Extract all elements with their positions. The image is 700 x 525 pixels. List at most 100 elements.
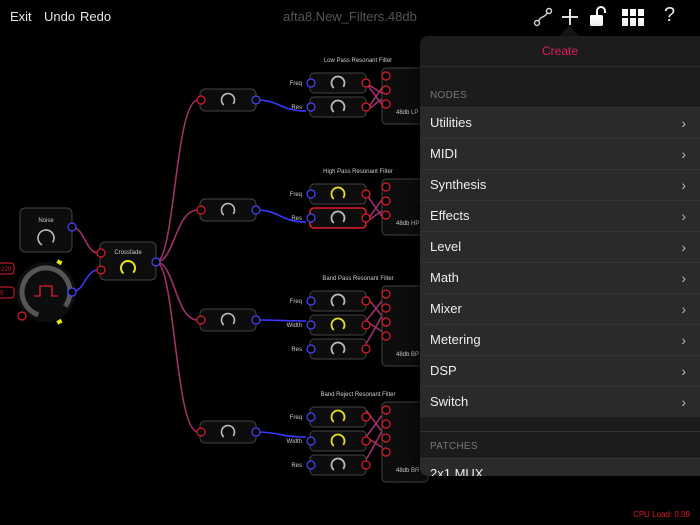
param-knob[interactable] xyxy=(329,292,347,310)
filter-input-port[interactable] xyxy=(381,303,391,313)
chevron-right-icon: › xyxy=(681,239,686,255)
patch-item-2x1-mux[interactable]: 2x1 MUX xyxy=(420,458,700,476)
menu-item-math[interactable]: Math› xyxy=(420,262,700,293)
param-knob[interactable] xyxy=(329,456,347,474)
param-input-port[interactable] xyxy=(306,436,316,446)
param-output-port[interactable] xyxy=(361,344,371,354)
menu-item-metering[interactable]: Metering› xyxy=(420,324,700,355)
param-knob[interactable] xyxy=(329,98,347,116)
menu-item-label: Switch xyxy=(430,394,469,409)
param-knob[interactable] xyxy=(329,340,347,358)
top-toolbar: Exit Undo Redo afta8.New_Filters.48db ? xyxy=(0,0,700,34)
patch-cable-icon[interactable] xyxy=(530,4,556,30)
menu-item-utilities[interactable]: Utilities› xyxy=(420,107,700,138)
menu-item-level[interactable]: Level › xyxy=(420,231,700,262)
noise-node[interactable]: Noise xyxy=(19,207,77,253)
param-knob[interactable] xyxy=(329,316,347,334)
menu-item-midi[interactable]: MIDI› xyxy=(420,138,700,169)
svg-text:220: 220 xyxy=(1,267,12,273)
param-output-port[interactable] xyxy=(361,296,371,306)
filter-input-port[interactable] xyxy=(381,317,391,327)
param-knob[interactable] xyxy=(329,408,347,426)
param-knob[interactable] xyxy=(329,209,347,227)
param-input-port[interactable] xyxy=(306,296,316,306)
param-input-port[interactable] xyxy=(306,412,316,422)
amp-output-port[interactable] xyxy=(251,427,261,437)
amp-output-port[interactable] xyxy=(251,95,261,105)
help-icon[interactable]: ? xyxy=(664,4,676,26)
filter-input-port[interactable] xyxy=(381,419,391,429)
amp-input-port[interactable] xyxy=(196,427,206,437)
filter-signal-port[interactable] xyxy=(381,447,391,457)
param-output-port[interactable] xyxy=(361,320,371,330)
filter-input-port[interactable] xyxy=(381,405,391,415)
amp-node[interactable] xyxy=(196,88,261,112)
filter-input-port[interactable] xyxy=(381,433,391,443)
frequency-value-field[interactable]: 220 xyxy=(0,262,15,275)
menu-item-effects[interactable]: Effects› xyxy=(420,200,700,231)
amp-output-port[interactable] xyxy=(251,315,261,325)
filter-input-port[interactable] xyxy=(381,196,391,206)
param-input-port[interactable] xyxy=(306,320,316,330)
filter-input-port[interactable] xyxy=(381,71,391,81)
param-output-port[interactable] xyxy=(361,78,371,88)
octave-value-field[interactable]: 5 xyxy=(0,286,15,299)
filter-input-port[interactable] xyxy=(381,85,391,95)
redo-button[interactable]: Redo xyxy=(80,9,112,24)
patches-section-header: PATCHES xyxy=(420,431,700,458)
menu-item-dsp[interactable]: DSP› xyxy=(420,355,700,386)
menu-item-mixer[interactable]: Mixer› xyxy=(420,293,700,324)
menu-item-synthesis[interactable]: Synthesis› xyxy=(420,169,700,200)
oscillator-node[interactable] xyxy=(15,259,77,325)
param-output-port[interactable] xyxy=(361,436,371,446)
filter-input-port[interactable] xyxy=(381,289,391,299)
param-input-port[interactable] xyxy=(306,460,316,470)
plus-icon[interactable] xyxy=(557,4,583,30)
amp-input-port[interactable] xyxy=(196,205,206,215)
param-input-port[interactable] xyxy=(306,344,316,354)
port-label-width: Width xyxy=(287,439,302,445)
menu-item-label: Math xyxy=(430,270,459,285)
exit-button[interactable]: Exit xyxy=(10,9,32,24)
amp-node[interactable] xyxy=(196,420,261,444)
amp-output-port[interactable] xyxy=(251,205,261,215)
param-output-port[interactable] xyxy=(361,460,371,470)
unlock-icon[interactable] xyxy=(585,4,611,30)
param-input-port[interactable] xyxy=(306,102,316,112)
filter-signal-port[interactable] xyxy=(381,99,391,109)
filter-output-label: 48db HP xyxy=(396,221,419,227)
menu-item-switch[interactable]: Switch › xyxy=(420,386,700,417)
undo-button[interactable]: Undo xyxy=(44,9,76,24)
param-output-port[interactable] xyxy=(361,102,371,112)
filter-input-port[interactable] xyxy=(381,182,391,192)
param-knob[interactable] xyxy=(329,185,347,203)
chevron-right-icon: › xyxy=(681,301,686,317)
filter-title: Band Pass Resonant Filter xyxy=(322,276,393,282)
amp-node[interactable] xyxy=(196,308,261,332)
port-label-freq: Freq xyxy=(290,299,302,305)
param-input-port[interactable] xyxy=(306,78,316,88)
modules-icon[interactable] xyxy=(620,4,646,30)
filter-signal-port[interactable] xyxy=(381,210,391,220)
param-output-port[interactable] xyxy=(361,412,371,422)
filter-signal-port[interactable] xyxy=(381,331,391,341)
amp-node[interactable] xyxy=(196,198,261,222)
param-output-port[interactable] xyxy=(361,213,371,223)
param-input-port[interactable] xyxy=(306,189,316,199)
menu-item-label: Level xyxy=(430,239,462,254)
patch-canvas[interactable]: Noise 220 5 Crossfade Low Pass Resonant … xyxy=(0,34,700,525)
osc-input-port[interactable] xyxy=(17,311,27,321)
param-input-port[interactable] xyxy=(306,213,316,223)
crossfade-node[interactable]: Crossfade xyxy=(96,241,161,281)
amp-input-port[interactable] xyxy=(196,315,206,325)
param-knob[interactable] xyxy=(329,74,347,92)
param-output-port[interactable] xyxy=(361,189,371,199)
param-knob[interactable] xyxy=(329,432,347,450)
chevron-right-icon: › xyxy=(681,394,686,410)
crossfade-title: Crossfade xyxy=(114,250,142,256)
amp-input-port[interactable] xyxy=(196,95,206,105)
